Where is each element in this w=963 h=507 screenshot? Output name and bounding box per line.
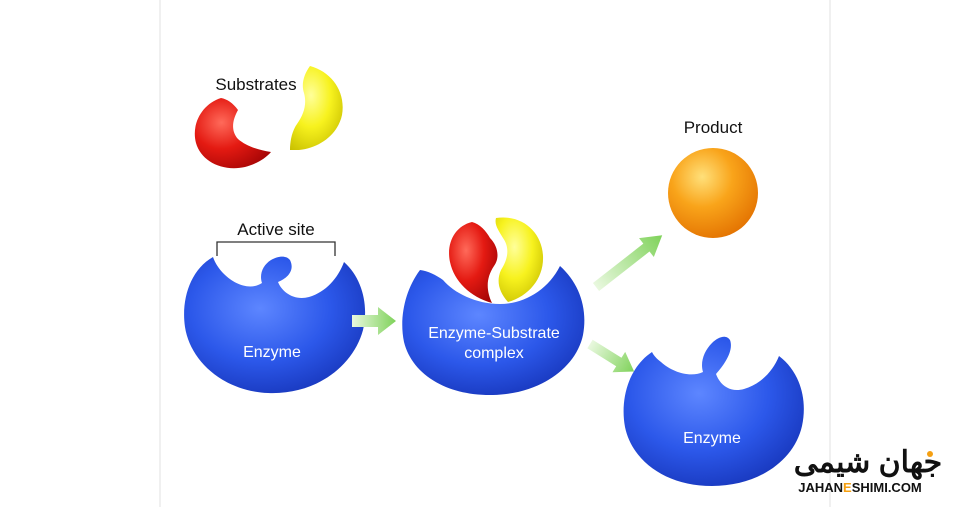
substrate-red-piece [194,98,271,169]
watermark-url: JAHANESHIMI.COM [798,480,922,495]
complex-label-line2: complex [464,345,524,362]
substrate-yellow-piece [290,66,343,150]
active-site-label: Active site [237,220,314,239]
watermark-logo: جهان شیمی JAHANESHIMI.COM [794,446,942,495]
substrates-label: Substrates [215,75,296,94]
complex-label-line1: Enzyme-Substrate [428,325,560,342]
product-label: Product [684,118,743,137]
complex-substrate-red [449,222,498,303]
enzyme-right [623,336,804,486]
arrow-to-enzyme [587,339,635,373]
enzyme-right-label: Enzyme [683,430,741,447]
enzyme-left-label: Enzyme [243,344,301,361]
watermark-dot-icon [927,451,933,457]
arrow-to-product [592,235,663,291]
arrow-to-complex [352,307,396,335]
enzyme-complex [402,266,585,396]
enzyme-left [184,256,366,394]
watermark-arabic-text: جهان شیمی [794,446,942,480]
complex-substrate-yellow [495,217,544,302]
product-sphere [668,148,758,238]
active-site-bracket [216,241,336,256]
